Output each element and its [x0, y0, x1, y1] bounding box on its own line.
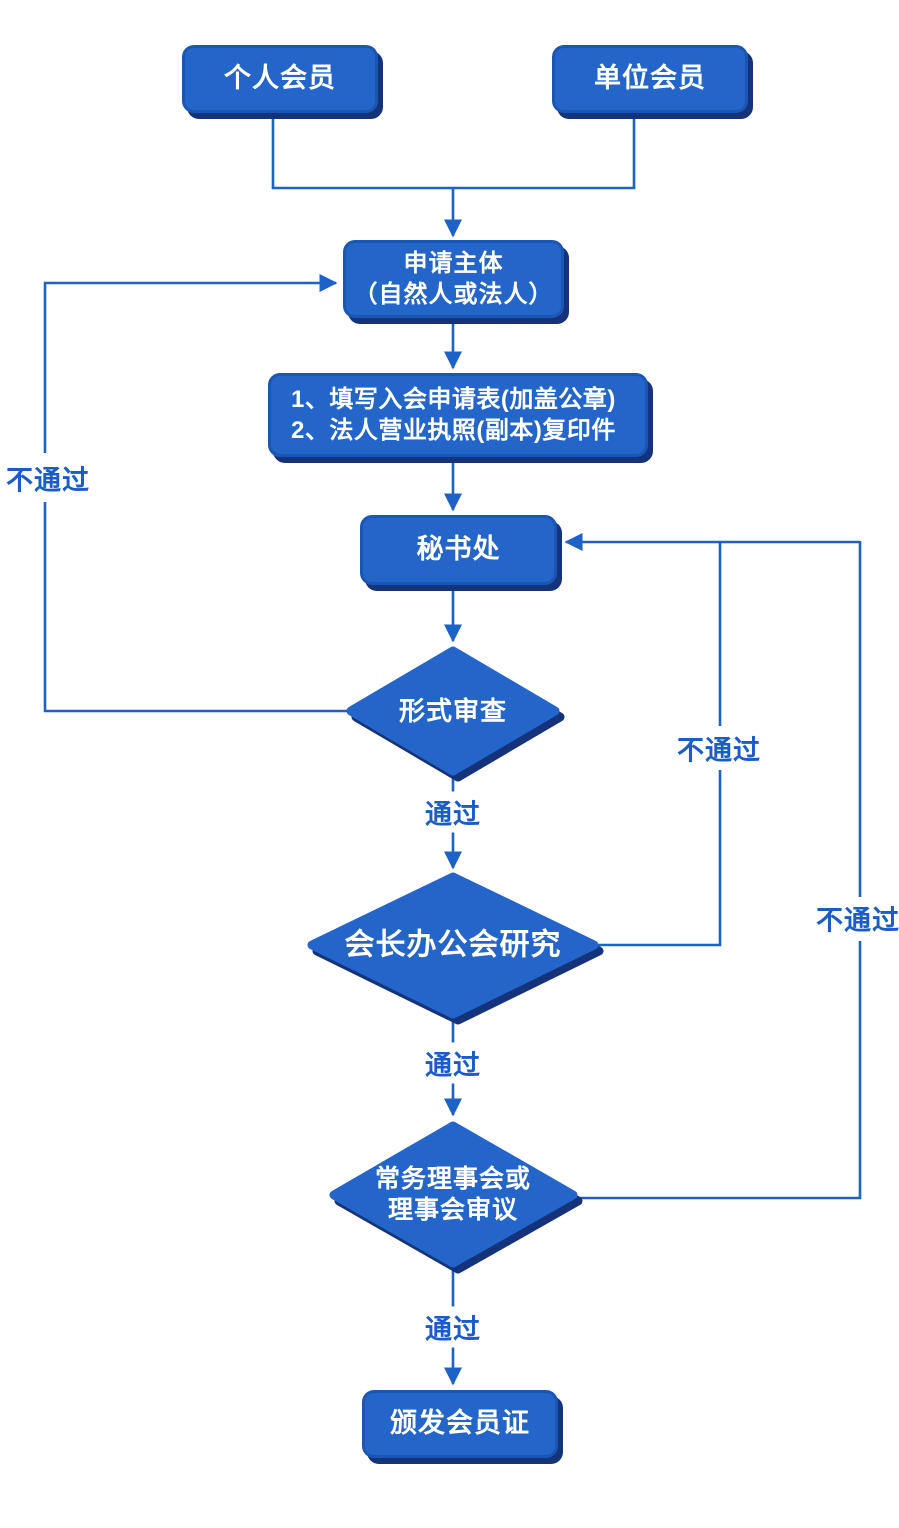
- node-materials-line1: 1、填写入会申请表(加盖公章): [291, 385, 616, 413]
- edge-label-pass-president-meeting: 通过: [422, 1042, 484, 1084]
- node-secretariat-label: 秘书处: [416, 534, 501, 565]
- node-applicant-line1: 申请主体: [403, 249, 504, 277]
- edge-label-fail-formal-review: 不通过: [3, 457, 93, 499]
- node-materials-line2: 2、法人营业执照(副本)复印件: [291, 417, 616, 444]
- edge-label-pass-council-review: 通过: [422, 1306, 484, 1348]
- diamond-council-review-line2: 理事会审议: [387, 1196, 519, 1224]
- edge-label-fail-council-review: 不通过: [813, 897, 899, 939]
- node-applicant-line2: （自然人或法人）: [353, 281, 554, 308]
- node-individual-member-label: 个人会员: [224, 63, 336, 94]
- edge-fail-left-lower: [43, 502, 350, 713]
- node-materials: 1、填写入会申请表(加盖公章) 2、法人营业执照(副本)复印件: [268, 373, 648, 457]
- node-unit-member: 单位会员: [552, 45, 748, 113]
- edge-label-fail-president-meeting: 不通过: [674, 727, 764, 769]
- diamond-council-review-label: 常务理事会或 理事会审议: [375, 1164, 531, 1227]
- diamond-president-meeting: [307, 872, 599, 1019]
- node-issue-certificate-label: 颁发会员证: [390, 1408, 530, 1439]
- diamond-formal-review: [346, 646, 560, 776]
- edge-fail-mid-lower: [596, 770, 722, 947]
- node-unit-member-label: 单位会员: [594, 63, 706, 94]
- node-individual-member: 个人会员: [182, 45, 378, 113]
- edge-fail-right-lower: [575, 941, 862, 1200]
- node-applicant: 申请主体 （自然人或法人）: [343, 240, 564, 318]
- diamond-council-review: [329, 1121, 578, 1268]
- node-issue-certificate: 颁发会员证: [362, 1390, 558, 1458]
- node-secretariat: 秘书处: [360, 515, 557, 585]
- diamond-president-meeting-label: 会长办公会研究: [344, 928, 562, 962]
- diamond-formal-review-label: 形式审查: [398, 695, 508, 726]
- edge-fail-left-upper: [43, 274, 338, 453]
- edge-label-pass-formal-review: 通过: [422, 791, 484, 833]
- diamond-council-review-line1: 常务理事会或: [374, 1164, 532, 1193]
